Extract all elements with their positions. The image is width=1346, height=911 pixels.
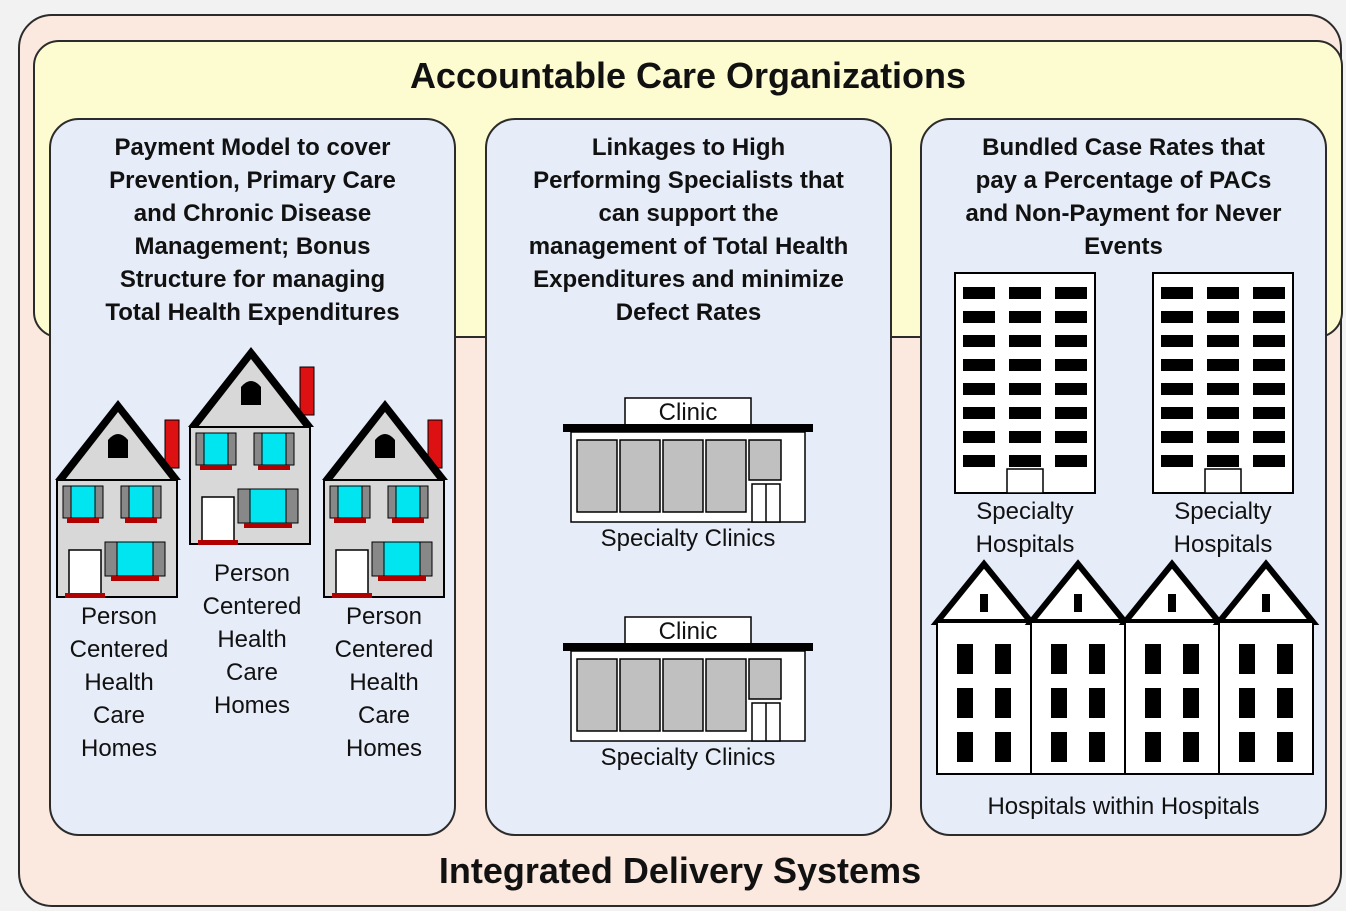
- payment-model-text: Payment Model to cover Prevention, Prima…: [105, 134, 400, 326]
- bundled-rates-text: Bundled Case Rates that pay a Percentage…: [965, 134, 1282, 260]
- house-label-center: Person Centered Health Care Homes: [202, 560, 302, 719]
- house-right: [321, 399, 449, 599]
- specialty-hospital-tower-left: [954, 272, 1096, 494]
- hospitals-within-hospitals-label: Hospitals within Hospitals: [987, 793, 1260, 820]
- specialty-hospital-tower-right: [1152, 272, 1294, 494]
- specialists-linkage-text: Linkages to High Performing Specialists …: [528, 134, 849, 326]
- clinic-sign-bottom: Clinic: [658, 618, 718, 645]
- clinic-sign-top: Clinic: [658, 399, 718, 426]
- clinic-label-bottom: Specialty Clinics: [600, 744, 776, 771]
- house-label-right: Person Centered Health Care Homes: [334, 603, 434, 762]
- house-left: [54, 399, 182, 599]
- clinic-label-top: Specialty Clinics: [600, 525, 776, 552]
- house-center: [187, 346, 315, 546]
- house-label-left: Person Centered Health Care Homes: [69, 603, 169, 762]
- hospital-row-building: [937, 564, 1313, 774]
- specialty-hospital-label-right: Specialty Hospitals: [1173, 498, 1273, 558]
- specialty-hospital-label-left: Specialty Hospitals: [975, 498, 1075, 558]
- ids-title: Integrated Delivery Systems: [438, 850, 922, 891]
- aco-title: Accountable Care Organizations: [409, 55, 967, 96]
